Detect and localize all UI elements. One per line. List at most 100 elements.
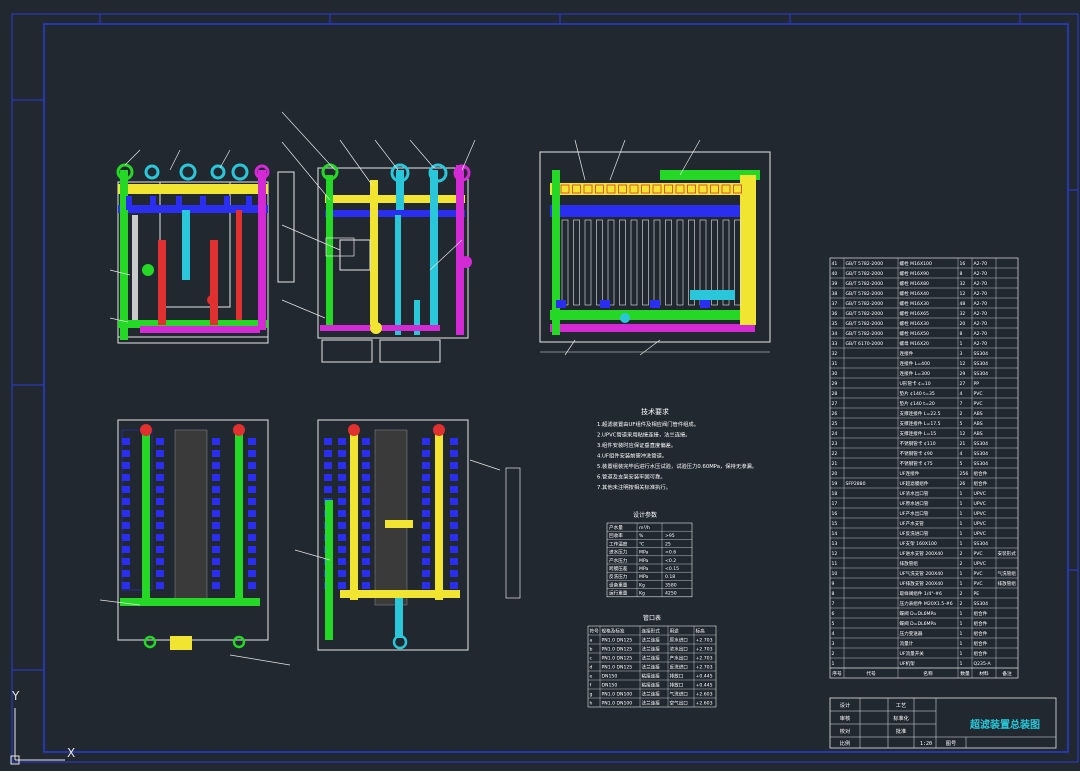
bom-cell: 蝶阀 D=DL6MPa <box>900 620 937 627</box>
bom-cell: 3 <box>960 351 963 357</box>
membrane-element-block <box>362 510 370 517</box>
bom-cell: 1 <box>832 661 835 667</box>
bom-cell: 18 <box>832 491 838 497</box>
bom-cell: 7 <box>960 401 963 407</box>
nozzle-header-cell: 符号 <box>590 628 600 635</box>
nozzle-cell: PN1.0 DN100 <box>602 701 633 707</box>
membrane-cap <box>606 184 616 194</box>
nozzle-cell: 空气出口 <box>670 700 689 707</box>
membrane-element-block <box>122 462 130 469</box>
param-unit: Kg <box>639 591 645 597</box>
nozzle-header-cell: 标高 <box>696 628 706 635</box>
note-line: 7.其他未注明按相关标准执行。 <box>597 483 671 491</box>
nozzle-cell: +2.703 <box>696 665 713 671</box>
bom-cell: 13 <box>832 541 838 547</box>
note-line: 3.组件安装时应保证垂直度偏差。 <box>597 441 676 449</box>
bom-cell: 6 <box>832 611 835 617</box>
bom-cell: PVC <box>974 401 983 407</box>
bom-cell: 16 <box>832 511 838 517</box>
bom-cell: 32 <box>832 351 838 357</box>
bom-cell: 20 <box>832 471 838 477</box>
membrane-module <box>561 219 569 306</box>
bom-cell: SS304 <box>974 371 989 377</box>
bom-cell: 12 <box>960 431 966 437</box>
nozzle-cell: +0.445 <box>696 683 713 689</box>
membrane-element-block <box>156 570 164 577</box>
bom-cell: GB/T 5782-2000 <box>846 331 884 337</box>
nozzle-cell: PN1.0 DN125 <box>602 665 633 671</box>
membrane-element-block <box>212 486 220 493</box>
bom-cell: A2-70 <box>974 341 988 347</box>
nozzle-cell: 法兰连接 <box>642 655 661 662</box>
membrane-element-block <box>212 438 220 445</box>
bom-cell: SS304 <box>974 601 989 607</box>
membrane-element-block <box>212 522 220 529</box>
membrane-element-block <box>122 522 130 529</box>
membrane-cap <box>664 184 673 194</box>
membrane-element-block <box>338 546 346 553</box>
bom-cell: 1 <box>960 621 963 627</box>
title-block-label: 图号 <box>946 740 956 747</box>
nozzle-cell: PN1.0 DN125 <box>602 638 633 644</box>
membrane-element-block <box>248 522 256 529</box>
membrane-element-block <box>212 534 220 541</box>
nozzle-header-cell: 用途 <box>670 628 680 635</box>
bom-header-cell: 序号 <box>832 670 842 677</box>
membrane-element-block <box>422 582 430 589</box>
membrane-element-block <box>324 474 332 481</box>
bom-cell: 34 <box>832 331 838 337</box>
membrane-element-block <box>212 474 220 481</box>
nozzle-cell: 原水进口 <box>670 637 689 644</box>
bom-cell: 1 <box>960 581 963 587</box>
membrane-element-block <box>450 558 458 565</box>
title-block-label: 审核 <box>840 714 850 722</box>
bom-cell: 14 <box>832 531 838 537</box>
param-unit: MPa <box>639 558 649 564</box>
membrane-element-block <box>338 474 346 481</box>
membrane-element-block <box>362 534 370 541</box>
membrane-element-block <box>450 582 458 589</box>
bom-cell: A2-70 <box>974 281 988 287</box>
bom-cell: UF产水支管 <box>900 520 925 527</box>
bom-cell: 螺栓 M16X30 <box>900 300 930 307</box>
membrane-cap <box>721 184 731 194</box>
param-unit: MPa <box>639 550 649 556</box>
membrane-element-block <box>212 450 220 457</box>
bom-cell: 螺栓 M16X80 <box>900 280 930 287</box>
bom-cell: SS304 <box>974 351 989 357</box>
bom-cell: 安装形式 <box>998 550 1017 557</box>
bom-cell: 33 <box>832 341 838 347</box>
nozzle-cell: PN1.0 DN125 <box>602 656 633 662</box>
note-line: 5.装置组装完毕后进行水压试验，试验压力0.60MPa，保持无渗漏。 <box>597 462 757 470</box>
bom-cell: 39 <box>832 281 838 287</box>
membrane-rack-view <box>539 139 771 356</box>
membrane-element-block <box>450 546 458 553</box>
param-name: 跨膜压差 <box>609 565 628 572</box>
bom-cell: 12 <box>960 361 966 367</box>
bom-cell: 7 <box>832 601 835 607</box>
bom-cell: UF连接件 <box>900 470 920 477</box>
bom-cell: GB/T 5782-2000 <box>846 311 884 317</box>
bom-cell: 24 <box>832 431 838 437</box>
bom-cell: 9 <box>832 581 835 587</box>
membrane-element-block <box>362 486 370 493</box>
membrane-element-block <box>324 450 332 457</box>
title-block-label: 校对 <box>840 727 850 735</box>
outer-frame <box>11 13 1079 763</box>
membrane-cap <box>687 184 696 194</box>
bom-cell: 取样阀组件 1/4"-#6 <box>900 590 942 597</box>
membrane-element-block <box>248 546 256 553</box>
nozzle-cell: 法兰连接 <box>642 646 661 653</box>
membrane-element-block <box>122 450 130 457</box>
membrane-element-block <box>156 558 164 565</box>
bom-cell: 螺栓 M16X90 <box>900 270 930 277</box>
membrane-cap <box>583 184 593 194</box>
membrane-element-block <box>362 582 370 589</box>
nozzle-cell: +2.703 <box>696 638 713 644</box>
bom-cell: UF气洗支管 200X40 <box>900 570 944 577</box>
nozzle-header-cell: 规格及标准 <box>602 628 625 635</box>
membrane-element-block <box>422 450 430 457</box>
nozzle-cell: 法兰连接 <box>642 664 661 671</box>
bom-header-cell: 数量 <box>960 670 970 677</box>
